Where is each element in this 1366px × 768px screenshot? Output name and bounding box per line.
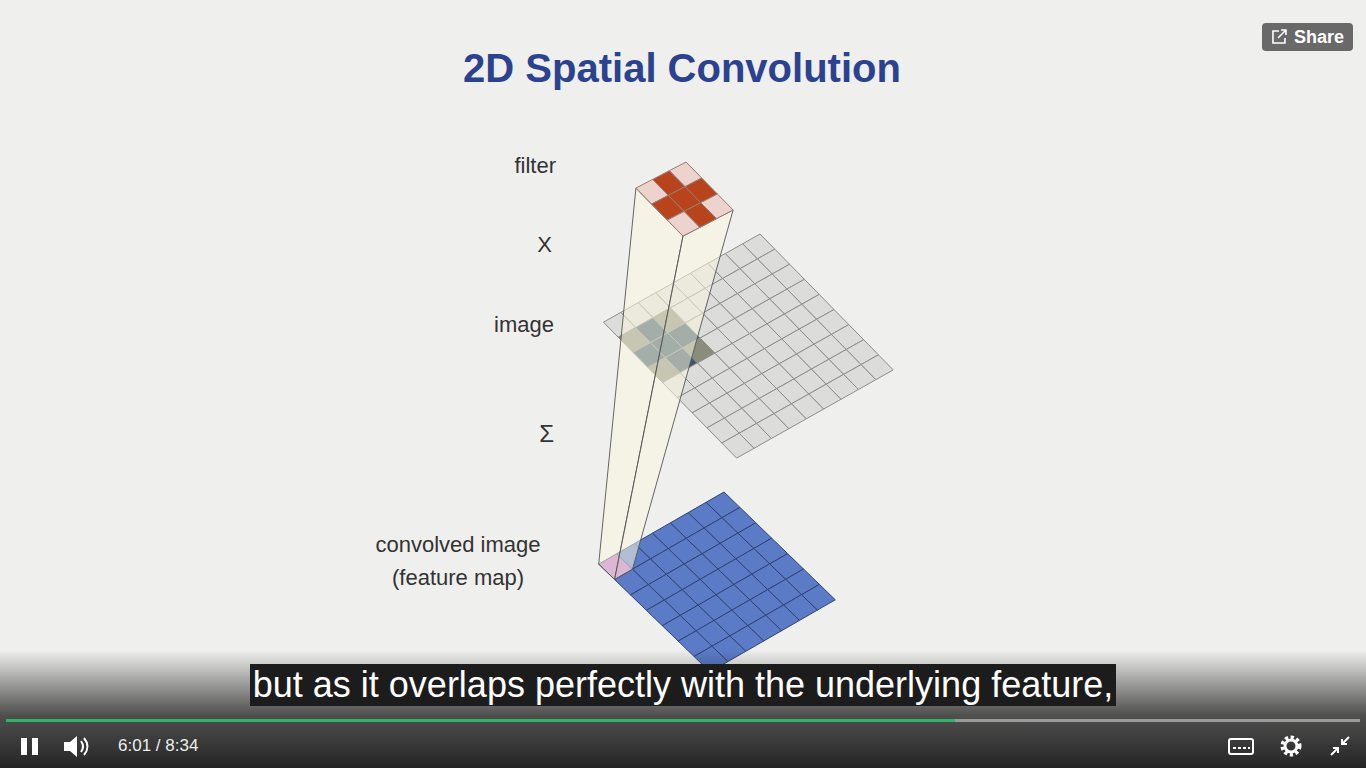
diagram-label: convolved image (feature map) — [358, 528, 558, 594]
image-cell — [722, 433, 754, 458]
settings-icon — [1285, 740, 1297, 752]
pause-icon — [21, 738, 27, 755]
progress-track — [6, 719, 1360, 722]
diagram-label: filter — [514, 153, 556, 179]
settings-icon — [1283, 738, 1299, 754]
exit-fullscreen-icon — [1331, 737, 1349, 755]
progress-fill — [6, 719, 955, 722]
control-shade — [0, 650, 1366, 768]
volume-icon — [64, 736, 77, 757]
projection-face — [615, 210, 734, 580]
pause-icon — [32, 738, 38, 755]
captions-icon — [1233, 747, 1250, 749]
button-label: Share — [1294, 26, 1344, 48]
filter-grid — [636, 162, 733, 236]
filter-cell — [667, 211, 699, 236]
slide-title: 2D Spatial Convolution — [463, 46, 901, 91]
diagram-label: Σ — [539, 420, 554, 448]
time-display: 6:01 / 8:34 — [118, 736, 198, 756]
share-button: Share — [1262, 23, 1353, 51]
diagram-label: X — [537, 232, 552, 258]
volume-icon — [81, 738, 88, 755]
subtitle: but as it overlaps perfectly with the un… — [250, 664, 1116, 706]
captions-icon — [1229, 739, 1253, 754]
diagram-label: image — [494, 312, 554, 338]
projection-column — [599, 188, 733, 579]
